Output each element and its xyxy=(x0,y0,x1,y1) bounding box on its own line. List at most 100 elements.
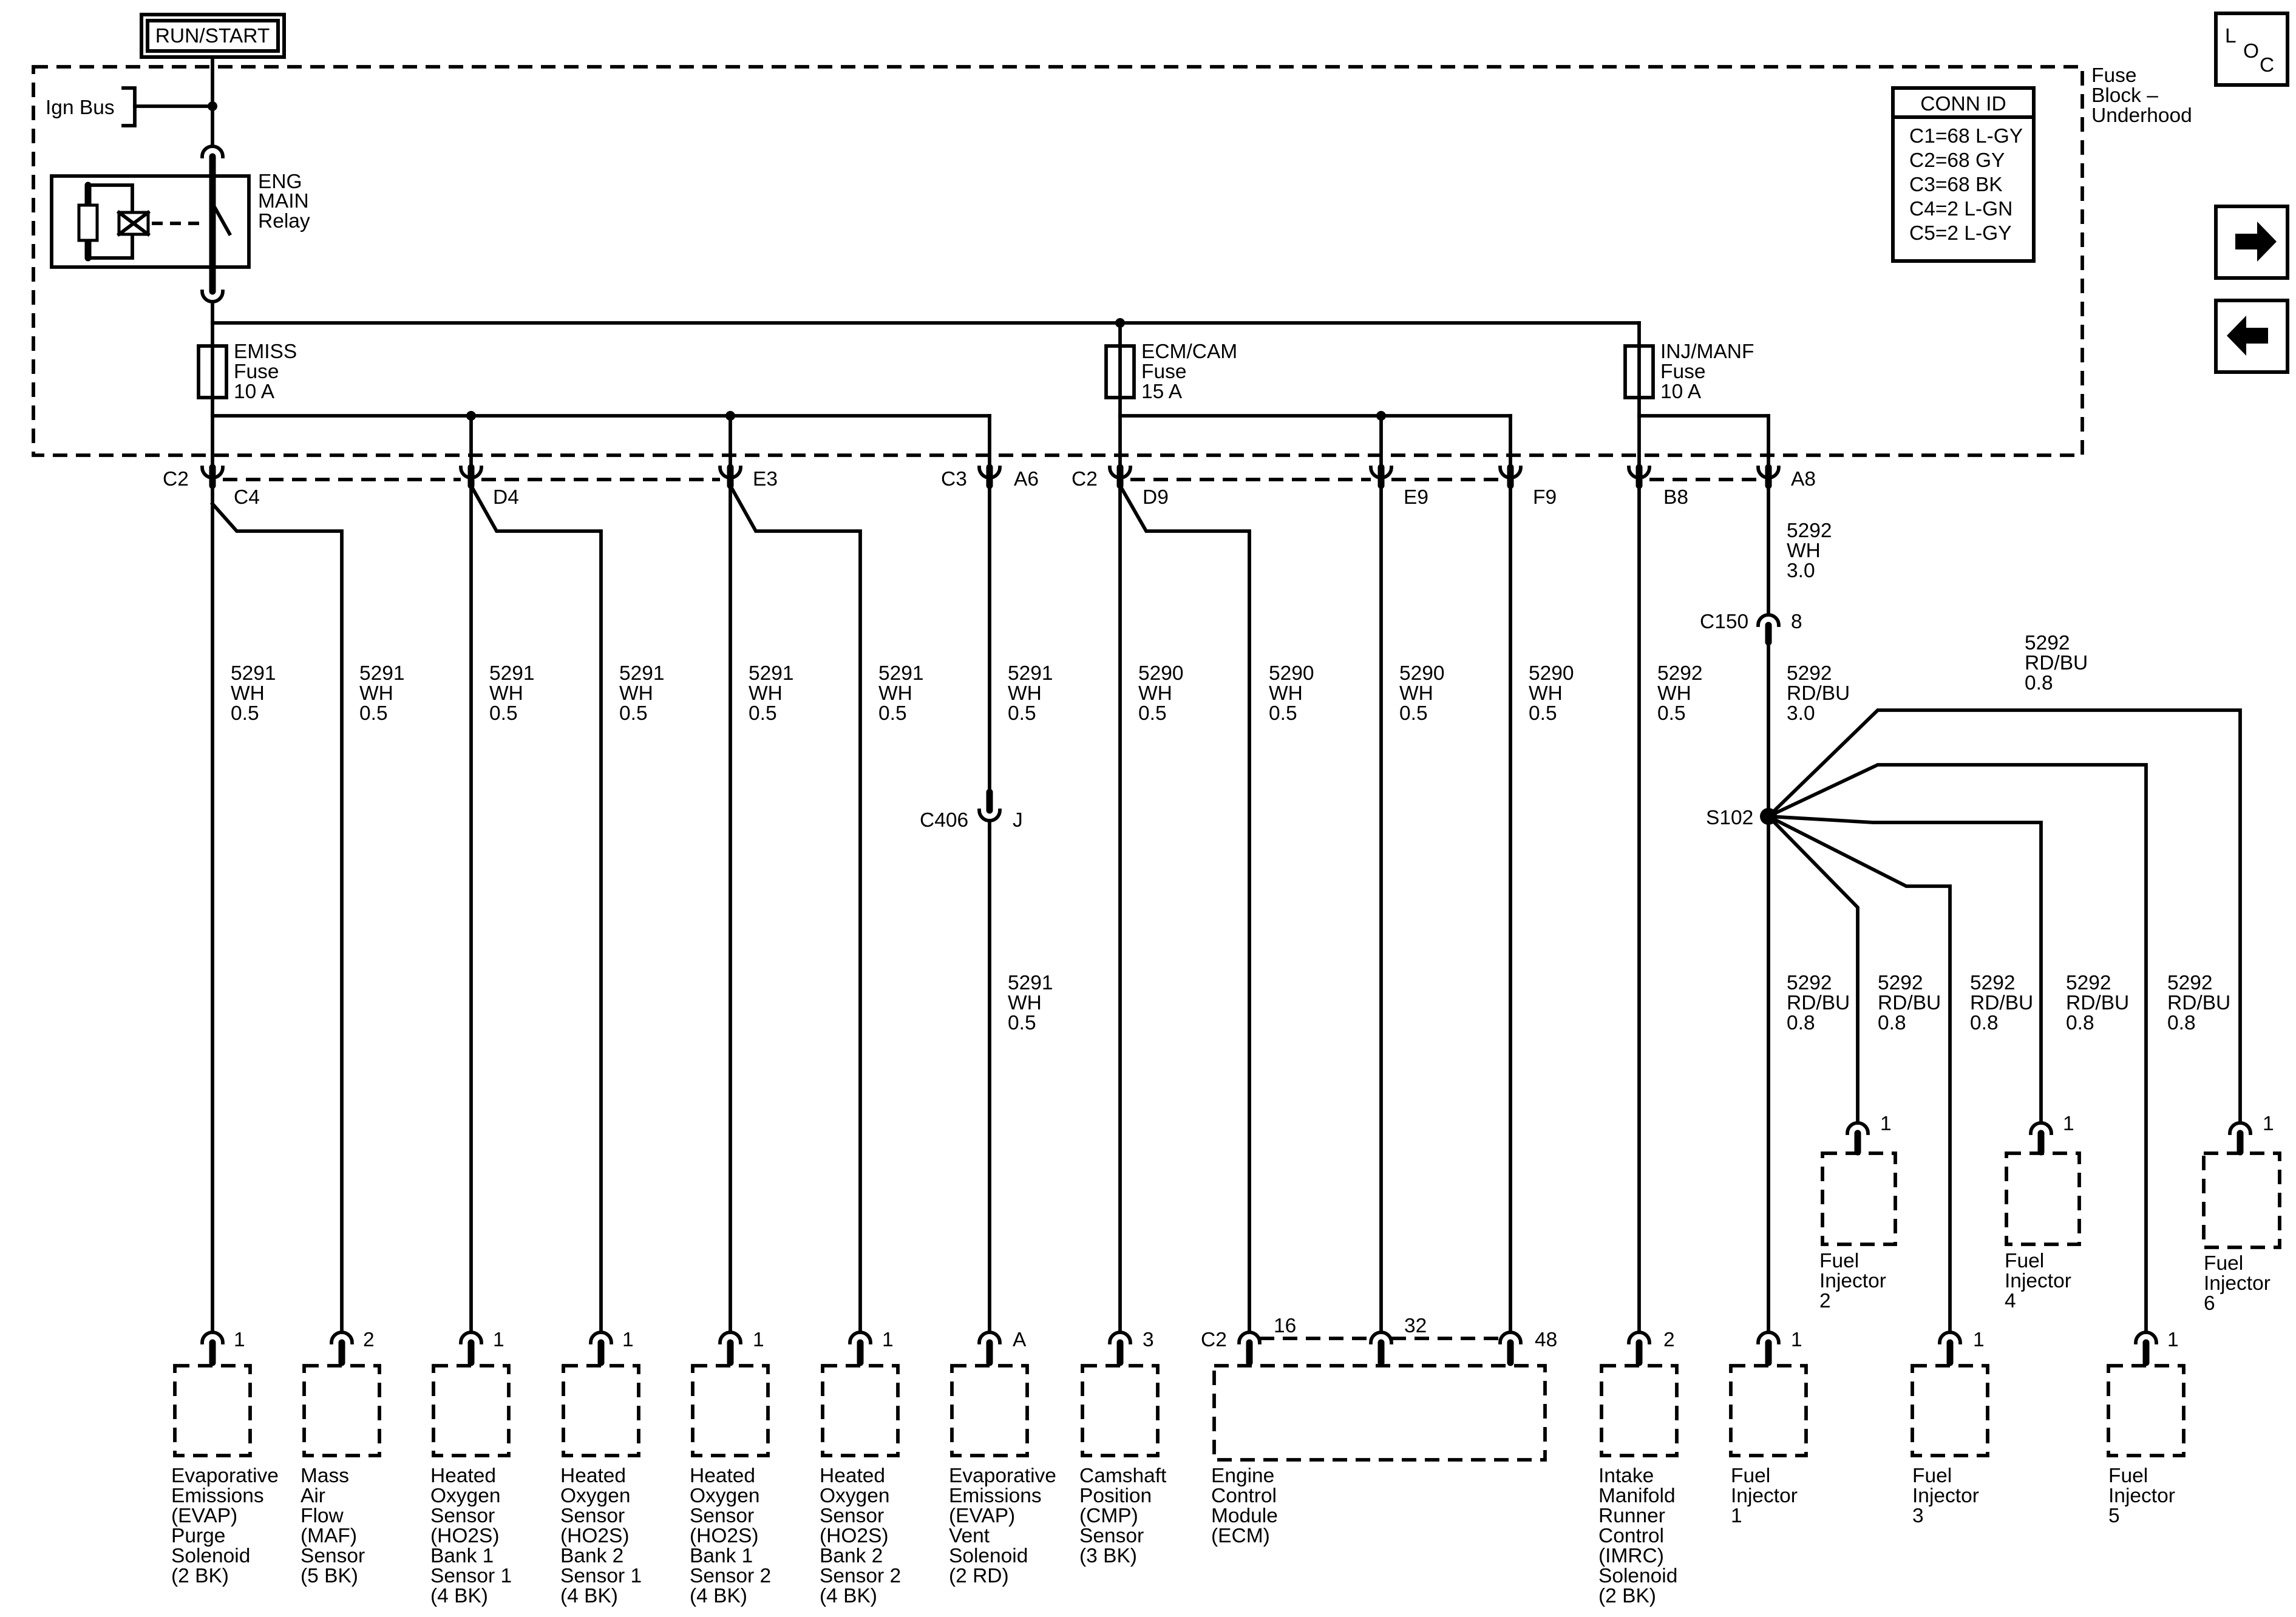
svg-text:5291: 5291 xyxy=(619,662,665,685)
conn-id-table: CONN ID C1=68 L-GY C2=68 GY C3=68 BK C4=… xyxy=(1891,86,2036,263)
svg-text:Vent: Vent xyxy=(949,1525,990,1547)
fuse-block-connectors xyxy=(200,464,1781,489)
svg-text:Runner: Runner xyxy=(1598,1505,1665,1527)
svg-text:5290: 5290 xyxy=(1399,662,1445,685)
svg-text:4: 4 xyxy=(2005,1290,2016,1312)
svg-text:INJ/MANF: INJ/MANF xyxy=(1660,341,1754,363)
next-page-button[interactable] xyxy=(2214,205,2289,280)
svg-text:D4: D4 xyxy=(493,486,519,509)
svg-text:Injector: Injector xyxy=(1912,1485,1979,1507)
ecm-cam-fuse: ECM/CAM Fuse 15 A xyxy=(1104,321,1237,418)
loc-button[interactable]: L O C xyxy=(2214,12,2289,87)
svg-text:Sensor 2: Sensor 2 xyxy=(690,1565,771,1587)
svg-text:C4=2 L-GN: C4=2 L-GN xyxy=(1909,198,2012,220)
eng-main-relay: ENG MAIN Relay xyxy=(50,171,310,269)
svg-text:0.5: 0.5 xyxy=(1008,1012,1036,1034)
svg-text:J: J xyxy=(1013,809,1023,832)
svg-text:Sensor 1: Sensor 1 xyxy=(560,1565,642,1587)
svg-text:E3: E3 xyxy=(753,468,778,490)
svg-text:2: 2 xyxy=(1819,1290,1831,1312)
svg-text:Fuel: Fuel xyxy=(1731,1465,1770,1487)
svg-text:Fuel: Fuel xyxy=(1912,1465,1952,1487)
svg-text:F9: F9 xyxy=(1533,486,1557,509)
svg-text:3.0: 3.0 xyxy=(1787,560,1815,582)
svg-text:Fuse: Fuse xyxy=(1141,361,1186,383)
svg-text:Intake: Intake xyxy=(1598,1465,1654,1487)
svg-text:Block –: Block – xyxy=(2091,84,2158,107)
s102-splice: S102 xyxy=(1706,708,2242,1334)
svg-text:(5 BK): (5 BK) xyxy=(301,1565,358,1587)
svg-text:Heated: Heated xyxy=(690,1465,755,1487)
svg-text:Mass: Mass xyxy=(301,1465,349,1487)
svg-text:Fuel: Fuel xyxy=(2108,1465,2148,1487)
svg-text:Engine: Engine xyxy=(1211,1465,1274,1487)
svg-text:(HO2S): (HO2S) xyxy=(560,1525,630,1547)
svg-text:(2 BK): (2 BK) xyxy=(1598,1585,1656,1607)
svg-text:(EVAP): (EVAP) xyxy=(171,1505,237,1527)
svg-text:A6: A6 xyxy=(1014,468,1039,490)
svg-text:0.5: 0.5 xyxy=(489,702,518,725)
svg-text:0.5: 0.5 xyxy=(1399,702,1428,725)
svg-text:5292: 5292 xyxy=(1787,662,1832,685)
svg-text:0.8: 0.8 xyxy=(1878,1012,1906,1034)
svg-text:(4 BK): (4 BK) xyxy=(430,1585,488,1607)
svg-text:10 A: 10 A xyxy=(234,381,275,403)
svg-text:WH: WH xyxy=(749,682,783,705)
svg-text:RD/BU: RD/BU xyxy=(2025,652,2088,674)
run-start-label: RUN/START xyxy=(140,13,286,59)
svg-text:1: 1 xyxy=(2263,1113,2274,1135)
svg-text:C4: C4 xyxy=(234,486,260,509)
svg-text:Bank 2: Bank 2 xyxy=(820,1545,883,1567)
svg-text:Fuel: Fuel xyxy=(1819,1250,1859,1272)
svg-text:Injector: Injector xyxy=(1819,1270,1886,1292)
svg-text:(EVAP): (EVAP) xyxy=(949,1505,1015,1527)
svg-text:Sensor 1: Sensor 1 xyxy=(430,1565,512,1587)
svg-text:C2: C2 xyxy=(163,468,189,490)
svg-text:5292: 5292 xyxy=(2167,972,2213,994)
svg-text:Bank 1: Bank 1 xyxy=(690,1545,753,1567)
svg-text:Solenoid: Solenoid xyxy=(1598,1565,1677,1587)
svg-text:1: 1 xyxy=(1973,1329,1985,1351)
svg-text:5292: 5292 xyxy=(1787,972,1832,994)
previous-page-button[interactable] xyxy=(2214,299,2289,374)
component-imrc-solenoid: 2 IntakeManifoldRunnerControl(IMRC)Solen… xyxy=(1598,1329,1679,1607)
svg-text:C2=68 GY: C2=68 GY xyxy=(1909,149,2005,172)
svg-text:(ECM): (ECM) xyxy=(1211,1525,1270,1547)
svg-text:C406: C406 xyxy=(920,809,968,832)
svg-text:Injector: Injector xyxy=(2005,1270,2071,1292)
svg-text:5291: 5291 xyxy=(749,662,794,685)
svg-text:Purge: Purge xyxy=(171,1525,225,1547)
svg-text:5291: 5291 xyxy=(359,662,405,685)
svg-text:Emissions: Emissions xyxy=(949,1485,1042,1507)
svg-text:B8: B8 xyxy=(1663,486,1688,509)
svg-text:Relay: Relay xyxy=(258,210,310,232)
svg-text:5290: 5290 xyxy=(1529,662,1574,685)
svg-text:Control: Control xyxy=(1211,1485,1277,1507)
ign-bus-label: Ign Bus xyxy=(46,97,115,119)
svg-text:(3 BK): (3 BK) xyxy=(1079,1545,1137,1567)
svg-text:5292: 5292 xyxy=(1787,520,1832,542)
svg-text:C1=68 L-GY: C1=68 L-GY xyxy=(1909,125,2023,147)
svg-text:CONN ID: CONN ID xyxy=(1920,93,2006,115)
svg-text:Fuel: Fuel xyxy=(2204,1252,2243,1275)
svg-text:1: 1 xyxy=(493,1329,504,1351)
svg-text:1: 1 xyxy=(2167,1329,2179,1351)
svg-text:Flow: Flow xyxy=(301,1505,344,1527)
svg-text:WH: WH xyxy=(878,682,912,705)
svg-text:32: 32 xyxy=(1404,1315,1427,1337)
svg-text:0.5: 0.5 xyxy=(619,702,648,725)
svg-text:Fuse: Fuse xyxy=(2091,64,2136,87)
svg-text:2: 2 xyxy=(1663,1329,1675,1351)
svg-text:5291: 5291 xyxy=(231,662,276,685)
svg-text:0.8: 0.8 xyxy=(2167,1012,2196,1034)
svg-text:Bank 1: Bank 1 xyxy=(430,1545,494,1567)
svg-text:Sensor: Sensor xyxy=(820,1505,884,1527)
c150-connector: C150 8 xyxy=(1700,611,1802,646)
